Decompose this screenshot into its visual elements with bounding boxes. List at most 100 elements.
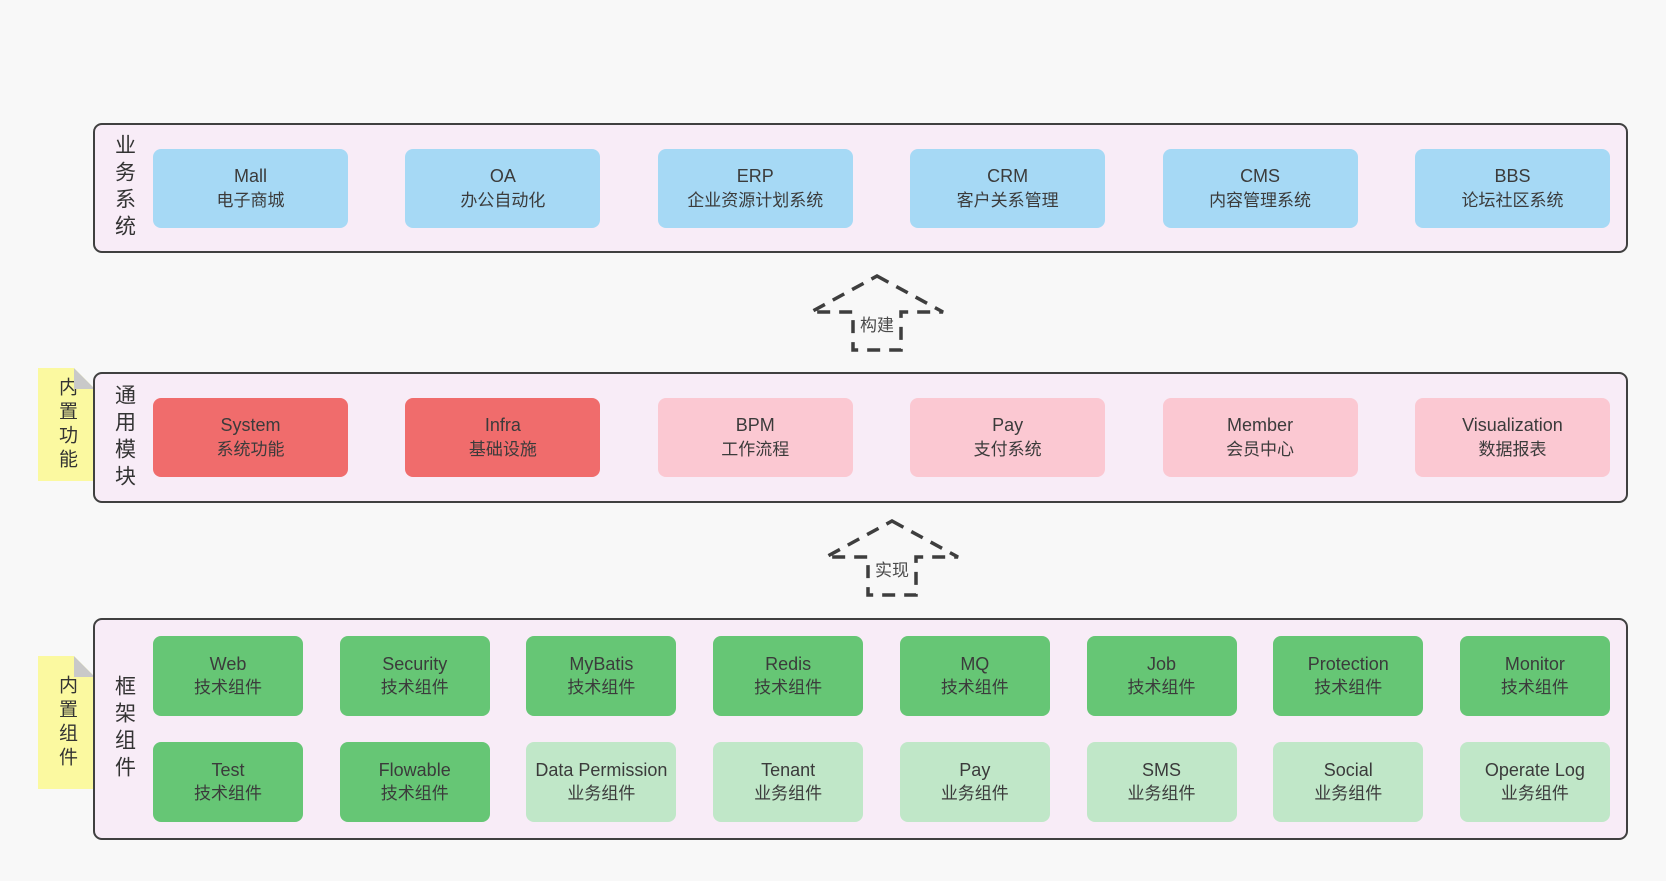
box-sub: 技术组件 — [1127, 677, 1196, 697]
folded-corner-icon — [74, 656, 95, 677]
band-common-modules: 通用模块 System 系统功能 Infra 基础设施 BPM 工作流程 Pay… — [93, 372, 1628, 503]
box-name: Pay — [992, 415, 1024, 436]
box-sub: 电子商城 — [216, 190, 285, 210]
box-mall: Mall 电子商城 — [153, 148, 348, 228]
box-name: SMS — [1142, 760, 1182, 781]
band-row: Mall 电子商城 OA 办公自动化 ERP 企业资源计划系统 CRM 客户关系… — [153, 125, 1626, 251]
box-infra: Infra 基础设施 — [405, 398, 601, 477]
box-name: Pay — [959, 760, 991, 781]
box-sub: 技术组件 — [1314, 677, 1383, 697]
box-name: MQ — [960, 654, 990, 675]
band-row: System 系统功能 Infra 基础设施 BPM 工作流程 Pay 支付系统… — [153, 374, 1626, 501]
box-sub: 技术组件 — [194, 783, 262, 803]
box-name: BBS — [1494, 165, 1531, 186]
arrow-label-backdrop — [855, 313, 899, 338]
band-label: 框架组件 — [112, 675, 136, 783]
box-sub: 客户关系管理 — [956, 190, 1059, 210]
box-name: Infra — [484, 415, 521, 436]
box-sub: 业务组件 — [1314, 783, 1383, 803]
box-oa: OA 办公自动化 — [405, 148, 601, 228]
box-member: Member 会员中心 — [1162, 398, 1358, 477]
box-sub: 技术组件 — [940, 677, 1009, 697]
box-sub: 基础设施 — [468, 440, 537, 460]
box-sub: 会员中心 — [1226, 440, 1295, 460]
box-sub: 数据报表 — [1478, 440, 1547, 460]
band-business-systems: 业务系统 Mall 电子商城 OA 办公自动化 ERP 企业资源计划系统 CRM… — [93, 123, 1628, 253]
folded-corner-icon — [74, 368, 95, 389]
box-operate-log: Operate Log 业务组件 — [1459, 742, 1610, 822]
box-sub: 技术组件 — [380, 677, 449, 697]
band-row: Web 技术组件 Security 技术组件 MyBatis 技术组件 Redi… — [153, 636, 1610, 716]
arrow-label-backdrop — [870, 558, 914, 583]
sticky-note-builtin-features: 内置功能 — [38, 368, 95, 481]
box-web: Web 技术组件 — [153, 636, 303, 716]
box-name: Tenant — [761, 760, 816, 781]
box-pay-component: Pay 业务组件 — [899, 742, 1050, 822]
band-label-column: 业务系统 — [95, 125, 153, 251]
sticky-note-builtin-components: 内置组件 — [38, 656, 95, 789]
box-test: Test 技术组件 — [153, 742, 303, 822]
box-bbs: BBS 论坛社区系统 — [1414, 148, 1610, 228]
box-name: ERP — [736, 165, 774, 186]
band-label-column: 通用模块 — [95, 374, 153, 501]
box-data-permission: Data Permission 业务组件 — [526, 742, 677, 822]
box-name: Operate Log — [1484, 760, 1585, 781]
box-sub: 企业资源计划系统 — [687, 190, 824, 210]
box-protection: Protection 技术组件 — [1273, 636, 1424, 716]
box-name: Social — [1323, 760, 1373, 781]
band-rows: Web 技术组件 Security 技术组件 MyBatis 技术组件 Redi… — [153, 620, 1626, 838]
box-name: CMS — [1240, 165, 1281, 186]
box-redis: Redis 技术组件 — [713, 636, 864, 716]
box-flowable: Flowable 技术组件 — [339, 742, 490, 822]
box-sub: 工作流程 — [721, 440, 790, 460]
box-name: Security — [382, 654, 448, 675]
box-sub: 技术组件 — [754, 677, 823, 697]
box-sub: 技术组件 — [1500, 677, 1569, 697]
band-row: Test 技术组件 Flowable 技术组件 Data Permission … — [153, 742, 1610, 822]
box-system: System 系统功能 — [153, 398, 348, 477]
box-social: Social 业务组件 — [1273, 742, 1424, 822]
box-name: Web — [209, 654, 247, 675]
box-sub: 业务组件 — [1500, 783, 1569, 803]
arrow-outline — [810, 274, 944, 352]
box-mq: MQ 技术组件 — [899, 636, 1050, 716]
band-label: 业务系统 — [112, 134, 136, 242]
box-sub: 技术组件 — [380, 783, 449, 803]
box-name: CRM — [987, 165, 1029, 186]
box-name: BPM — [735, 415, 775, 436]
arrow-outline — [825, 519, 959, 597]
box-name: Flowable — [378, 760, 451, 781]
box-sub: 论坛社区系统 — [1461, 190, 1564, 210]
box-mybatis: MyBatis 技术组件 — [526, 636, 677, 716]
box-monitor: Monitor 技术组件 — [1459, 636, 1610, 716]
build-arrow-icon: 构建 — [810, 274, 944, 352]
band-framework-components: 框架组件 Web 技术组件 Security 技术组件 MyBatis 技术组件… — [93, 618, 1628, 840]
box-sub: 内容管理系统 — [1209, 190, 1312, 210]
implement-arrow-icon: 实现 — [825, 519, 959, 597]
box-sub: 办公自动化 — [460, 190, 546, 210]
box-name: System — [220, 415, 281, 436]
box-crm: CRM 客户关系管理 — [910, 148, 1106, 228]
band-label: 通用模块 — [112, 383, 136, 492]
box-visualization: Visualization 数据报表 — [1414, 398, 1610, 477]
box-name: OA — [489, 165, 516, 186]
box-job: Job 技术组件 — [1086, 636, 1237, 716]
box-cms: CMS 内容管理系统 — [1162, 148, 1358, 228]
box-sub: 业务组件 — [1127, 783, 1196, 803]
box-name: Redis — [765, 654, 812, 675]
box-name: MyBatis — [569, 654, 634, 675]
box-name: Data Permission — [535, 760, 668, 781]
sticky-label: 内置功能 — [56, 376, 77, 473]
box-sub: 技术组件 — [567, 677, 636, 697]
box-name: Monitor — [1504, 654, 1565, 675]
box-sms: SMS 业务组件 — [1086, 742, 1237, 822]
box-name: Test — [211, 760, 245, 781]
box-erp: ERP 企业资源计划系统 — [657, 148, 853, 228]
box-name: Member — [1227, 415, 1294, 436]
box-tenant: Tenant 业务组件 — [713, 742, 864, 822]
box-sub: 业务组件 — [940, 783, 1009, 803]
band-label-column: 框架组件 — [95, 620, 153, 838]
box-bpm: BPM 工作流程 — [657, 398, 853, 477]
box-sub: 业务组件 — [754, 783, 823, 803]
